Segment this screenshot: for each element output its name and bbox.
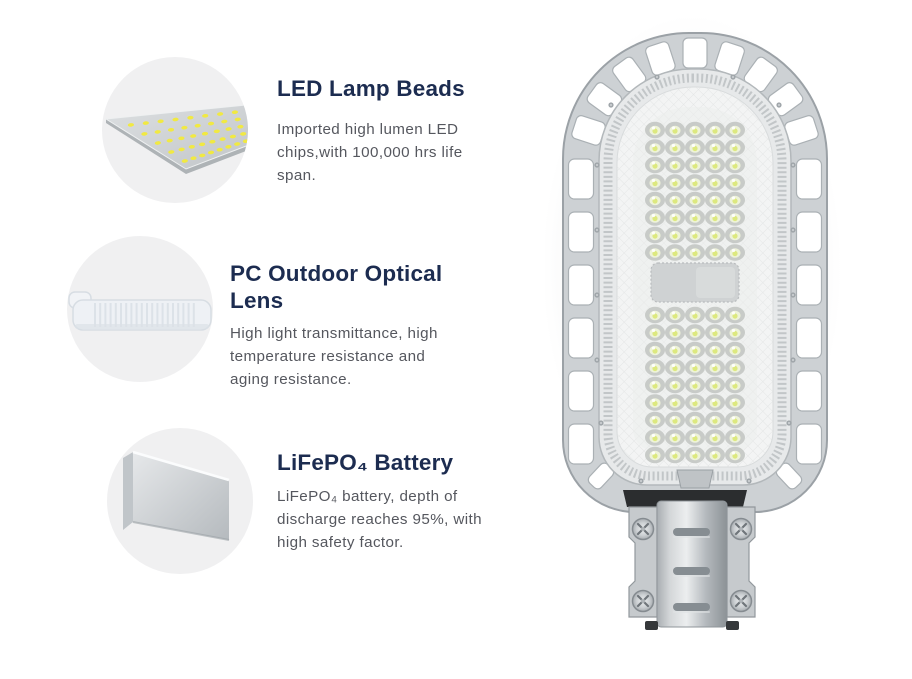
description-line: Imported high lumen LED bbox=[277, 121, 459, 138]
description-line: high safety factor. bbox=[277, 534, 404, 551]
street-light-image bbox=[545, 15, 842, 630]
feature-led-lamp-beads: LED Lamp Beads Imported high lumen LED c… bbox=[277, 75, 497, 187]
bezel-screws bbox=[594, 74, 796, 484]
lens-ribs bbox=[94, 303, 195, 327]
side-heat-sink-slots bbox=[567, 158, 823, 465]
feature-lifepo4-battery: LiFePO₄ Battery LiFePO₄ battery, depth o… bbox=[277, 449, 512, 554]
feature-pc-outdoor-optical-lens: PC Outdoor Optical Lens High light trans… bbox=[230, 260, 480, 391]
bezel-teeth-ring bbox=[603, 73, 787, 481]
feature-description: LiFePO₄ battery, depth of discharge reac… bbox=[277, 485, 512, 554]
description-line: High light transmittance, high bbox=[230, 325, 438, 342]
bracket-tube-slots bbox=[673, 528, 710, 613]
label-plate-highlight bbox=[696, 267, 735, 298]
description-line: chips,with 100,000 hrs life bbox=[277, 144, 463, 161]
battery-side-face bbox=[123, 452, 133, 530]
led-panel-photo bbox=[102, 57, 248, 203]
description-line: aging resistance. bbox=[230, 371, 352, 388]
battery-bottom-edge bbox=[132, 521, 230, 541]
bracket-foot-right bbox=[726, 621, 739, 630]
battery-photo bbox=[107, 428, 253, 574]
feature-title: LiFePO₄ Battery bbox=[277, 450, 454, 475]
feature-title: LED Lamp Beads bbox=[277, 76, 465, 101]
lens-bottom-shade bbox=[75, 324, 209, 329]
feature-description: Imported high lumen LED chips,with 100,0… bbox=[277, 118, 497, 187]
hinge-connector bbox=[676, 469, 714, 489]
led-array bbox=[645, 121, 745, 464]
panel-led-chips bbox=[127, 110, 248, 163]
optical-lens-photo bbox=[67, 236, 213, 382]
bracket-bolts bbox=[631, 517, 753, 613]
top-heat-sink-slots bbox=[571, 37, 819, 146]
battery-top-highlight bbox=[132, 450, 230, 482]
pole-mount-bracket bbox=[623, 469, 756, 630]
panel-side-edge bbox=[186, 145, 248, 174]
led-panel-icon bbox=[104, 104, 248, 174]
street-light-photo bbox=[545, 15, 845, 645]
panel-top-face bbox=[104, 104, 248, 170]
description-line: discharge reaches 95%, with bbox=[277, 511, 482, 528]
feature-title: PC Outdoor Optical Lens bbox=[230, 261, 443, 313]
description-line: span. bbox=[277, 167, 317, 184]
description-line: temperature resistance and bbox=[230, 348, 426, 365]
battery-icon bbox=[123, 450, 230, 541]
description-line: LiFePO₄ battery, depth of bbox=[277, 488, 458, 505]
bracket-foot-left bbox=[645, 621, 658, 630]
optical-lens-icon bbox=[68, 291, 212, 331]
panel-front-edge bbox=[106, 119, 186, 174]
feature-description: High light transmittance, high temperatu… bbox=[230, 322, 480, 391]
